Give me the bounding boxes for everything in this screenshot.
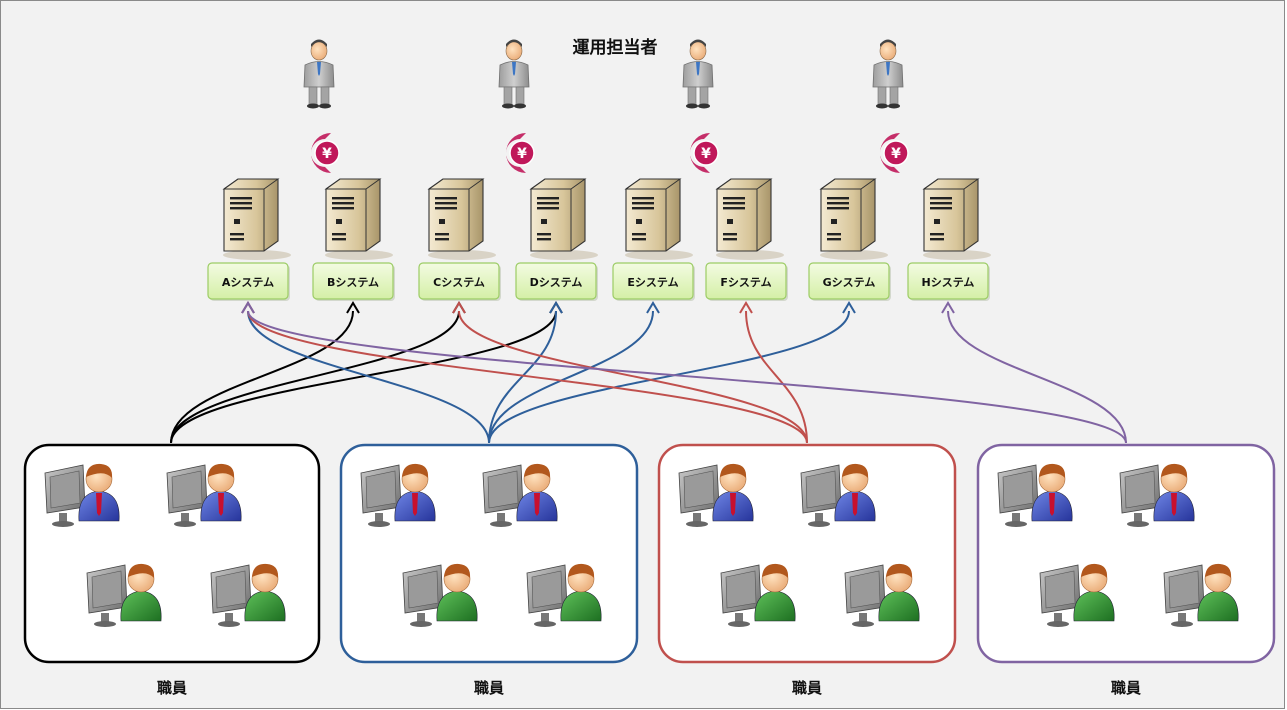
arrowhead [739, 301, 753, 314]
server-icon [922, 178, 991, 260]
arrowhead [452, 301, 466, 314]
operator-icon [498, 39, 530, 109]
servers-row: Aシステム Bシステム Cシステム Dシステム Eシステム Fシステム Gシステム Hシステム [207, 178, 991, 301]
server-icon [819, 178, 888, 260]
server-icon [222, 178, 291, 260]
system-label-d: Dシステム [515, 262, 598, 301]
arrowhead [646, 301, 660, 314]
staff-pc-icon [86, 563, 162, 627]
staff-group-purple: 職員 [976, 443, 1276, 697]
staff-pc-icon [210, 563, 286, 627]
cost-icons-row: ¥ ¥ ¥ ¥ [311, 133, 909, 173]
server-icon [529, 178, 598, 260]
operator-icon [872, 39, 904, 109]
edge-purple-to-a [247, 310, 1127, 444]
server-icon [715, 178, 784, 260]
staff-pc-icon [1119, 463, 1195, 527]
staff-pc-icon [800, 463, 876, 527]
operator-icon [303, 39, 335, 109]
edge-black-to-d [170, 310, 557, 444]
operator-icon [682, 39, 714, 109]
staff-groups: 職員 職員 職員 職員 [23, 443, 1276, 697]
server-icon [624, 178, 693, 260]
svg-text:¥: ¥ [891, 146, 901, 162]
arrowhead [842, 301, 856, 314]
staff-pc-icon [526, 563, 602, 627]
edge-blue-to-e [488, 310, 654, 444]
yen-cost-icon: ¥ [506, 133, 535, 173]
edge-red-to-a [247, 310, 808, 444]
server-icon [427, 178, 496, 260]
staff-pc-icon [360, 463, 436, 527]
arrowhead [241, 301, 255, 314]
arrowhead [346, 301, 360, 314]
staff-label: 職員 [792, 679, 822, 697]
edge-red-to-c [458, 310, 808, 444]
staff-group-blue: 職員 [339, 443, 639, 697]
staff-pc-icon [1163, 563, 1239, 627]
system-label-text: Dシステム [530, 276, 583, 289]
yen-cost-icon: ¥ [880, 133, 909, 173]
system-label-g: Gシステム [808, 262, 891, 301]
system-label-c: Cシステム [418, 262, 501, 301]
system-label-f: Fシステム [705, 262, 788, 301]
arrowhead [941, 301, 955, 314]
svg-text:¥: ¥ [322, 146, 332, 162]
edge-purple-to-h [947, 310, 1127, 444]
staff-pc-icon [997, 463, 1073, 527]
system-label-a: Aシステム [207, 262, 290, 301]
system-label-e: Eシステム [612, 262, 695, 301]
staff-pc-icon [166, 463, 242, 527]
edge-blue-to-a [247, 310, 490, 444]
connection-edges [170, 301, 1127, 444]
staff-pc-icon [44, 463, 120, 527]
staff-label: 職員 [474, 679, 504, 697]
system-label-b: Bシステム [312, 262, 395, 301]
staff-pc-icon [402, 563, 478, 627]
edge-red-to-f [745, 310, 808, 444]
yen-cost-icon: ¥ [311, 133, 340, 173]
system-label-h: Hシステム [907, 262, 990, 301]
staff-pc-icon [720, 563, 796, 627]
edge-blue-to-d [488, 310, 557, 444]
edge-black-to-b [170, 310, 354, 444]
svg-text:¥: ¥ [701, 146, 711, 162]
system-label-text: Aシステム [222, 276, 274, 289]
staff-group-black: 職員 [23, 443, 321, 697]
operators-row [303, 39, 904, 109]
staff-pc-icon [1039, 563, 1115, 627]
system-label-text: Fシステム [720, 276, 771, 289]
edge-blue-to-g [488, 310, 850, 444]
staff-pc-icon [678, 463, 754, 527]
edge-black-to-c [170, 310, 460, 444]
staff-group-red: 職員 [657, 443, 957, 697]
system-label-text: Bシステム [327, 276, 379, 289]
arrowhead [549, 301, 563, 314]
system-label-text: Gシステム [823, 276, 876, 289]
operators-title: 運用担当者 [573, 37, 658, 58]
system-label-text: Cシステム [433, 276, 485, 289]
staff-pc-icon [844, 563, 920, 627]
yen-cost-icon: ¥ [690, 133, 719, 173]
staff-pc-icon [482, 463, 558, 527]
staff-label: 職員 [157, 679, 187, 697]
server-icon [324, 178, 393, 260]
svg-text:¥: ¥ [517, 146, 527, 162]
staff-label: 職員 [1111, 679, 1141, 697]
system-label-text: Eシステム [627, 276, 678, 289]
system-label-text: Hシステム [922, 276, 975, 289]
